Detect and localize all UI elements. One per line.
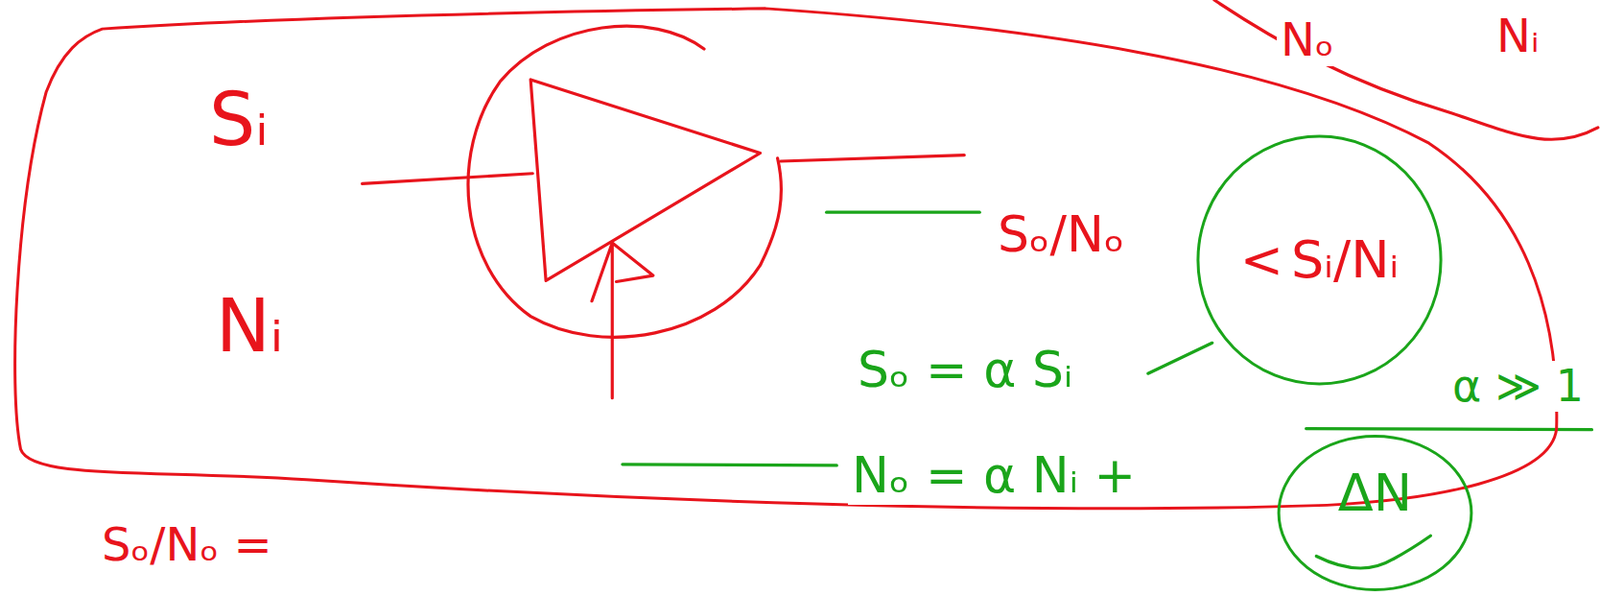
top-right-curve	[1214, 0, 1599, 140]
gain-control-arrow	[591, 242, 654, 399]
underline-stroke	[1306, 428, 1593, 430]
ratio-circle: <Sᵢ/Nᵢ	[1194, 132, 1445, 388]
amplifier-triangle	[530, 79, 760, 281]
added-noise: ΔN	[1338, 463, 1412, 523]
enclosing-outline: SᵢNᵢSₒ/Nₒ<Sᵢ/Nᵢ	[12, 10, 1562, 516]
signal-gain-formula: Sₒ = α Sᵢ	[853, 341, 1077, 400]
added-noise-circle-stroke	[1278, 435, 1472, 589]
output-line	[826, 211, 981, 214]
enclosing-outline-stroke	[15, 8, 1557, 509]
noise-formula: Nₒ = α Nᵢ +	[847, 447, 1140, 505]
added-noise-circle: ΔN	[1275, 433, 1475, 592]
leader-line	[1148, 342, 1213, 374]
input-ratio: Sᵢ/Nᵢ	[1291, 230, 1399, 290]
input-noise: Nᵢ	[1492, 9, 1543, 63]
output-ratio: Sₒ/Nₒ	[997, 206, 1125, 264]
ratio-expression: Sₒ/Nₒ =	[97, 517, 277, 571]
noise-symbol: Nᵢ	[215, 283, 283, 368]
separator-line	[622, 464, 837, 466]
amplifier-circle	[468, 25, 781, 337]
ratio-circle-stroke	[1198, 136, 1441, 384]
gain-condition: α ≫ 1	[1448, 360, 1588, 412]
signal-symbol: Sᵢ	[209, 77, 269, 162]
output-noise: Nₒ	[1276, 13, 1339, 67]
input-wire	[362, 173, 534, 185]
output-wire	[780, 155, 965, 162]
comparison-sign: <	[1240, 230, 1284, 290]
squiggle	[1316, 535, 1431, 568]
